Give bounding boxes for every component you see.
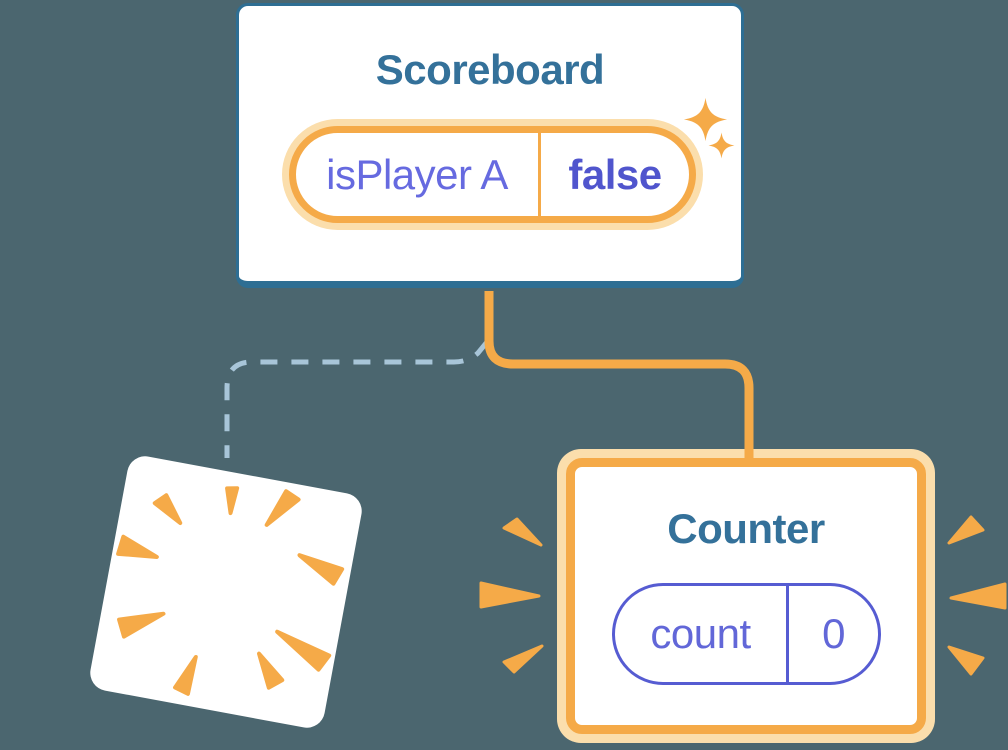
scoreboard-title: Scoreboard	[375, 46, 605, 93]
poof-ray	[297, 553, 345, 586]
scoreboard-state-value: false	[568, 150, 662, 198]
connector-orange-line	[484, 291, 754, 462]
counter-pill-divider	[786, 586, 789, 682]
poof-ray	[116, 534, 159, 559]
scoreboard-card: Scoreboard isPlayer A false	[236, 3, 744, 288]
emphasis-ray	[502, 517, 543, 547]
poof-ray	[256, 651, 285, 690]
sparkle-icon	[708, 132, 735, 159]
counter-title: Counter	[667, 505, 825, 552]
emphasis-ray	[947, 645, 985, 676]
emphasis-ray	[479, 581, 541, 609]
poof-ray	[173, 655, 198, 696]
poof-ray	[225, 486, 240, 516]
emphasis-ray	[949, 582, 1007, 610]
scoreboard-pill-divider	[538, 133, 541, 216]
emphasis-rays-left-icon	[479, 517, 544, 674]
poof-rays-icon	[116, 486, 345, 696]
connector-dashed-line	[224, 340, 489, 458]
poof-ray	[264, 489, 301, 527]
scoreboard-state-pill: isPlayer A false	[289, 126, 696, 223]
sparkle-icon	[683, 97, 728, 142]
counter-state-pill: count 0	[612, 583, 881, 685]
emphasis-ray	[502, 644, 544, 674]
counter-state-key: count	[650, 610, 751, 657]
poof-ray	[152, 493, 183, 525]
poof-ray	[117, 611, 166, 639]
counter-state-value: 0	[822, 610, 845, 657]
emphasis-ray	[947, 515, 985, 545]
scoreboard-state-key: isPlayer A	[326, 150, 508, 198]
poof-ray	[275, 629, 332, 672]
counter-card-inner	[566, 458, 926, 734]
counter-card: Counter count 0	[557, 449, 935, 743]
emphasis-rays-right-icon	[947, 515, 1007, 676]
destroyed-component-card	[87, 453, 365, 731]
